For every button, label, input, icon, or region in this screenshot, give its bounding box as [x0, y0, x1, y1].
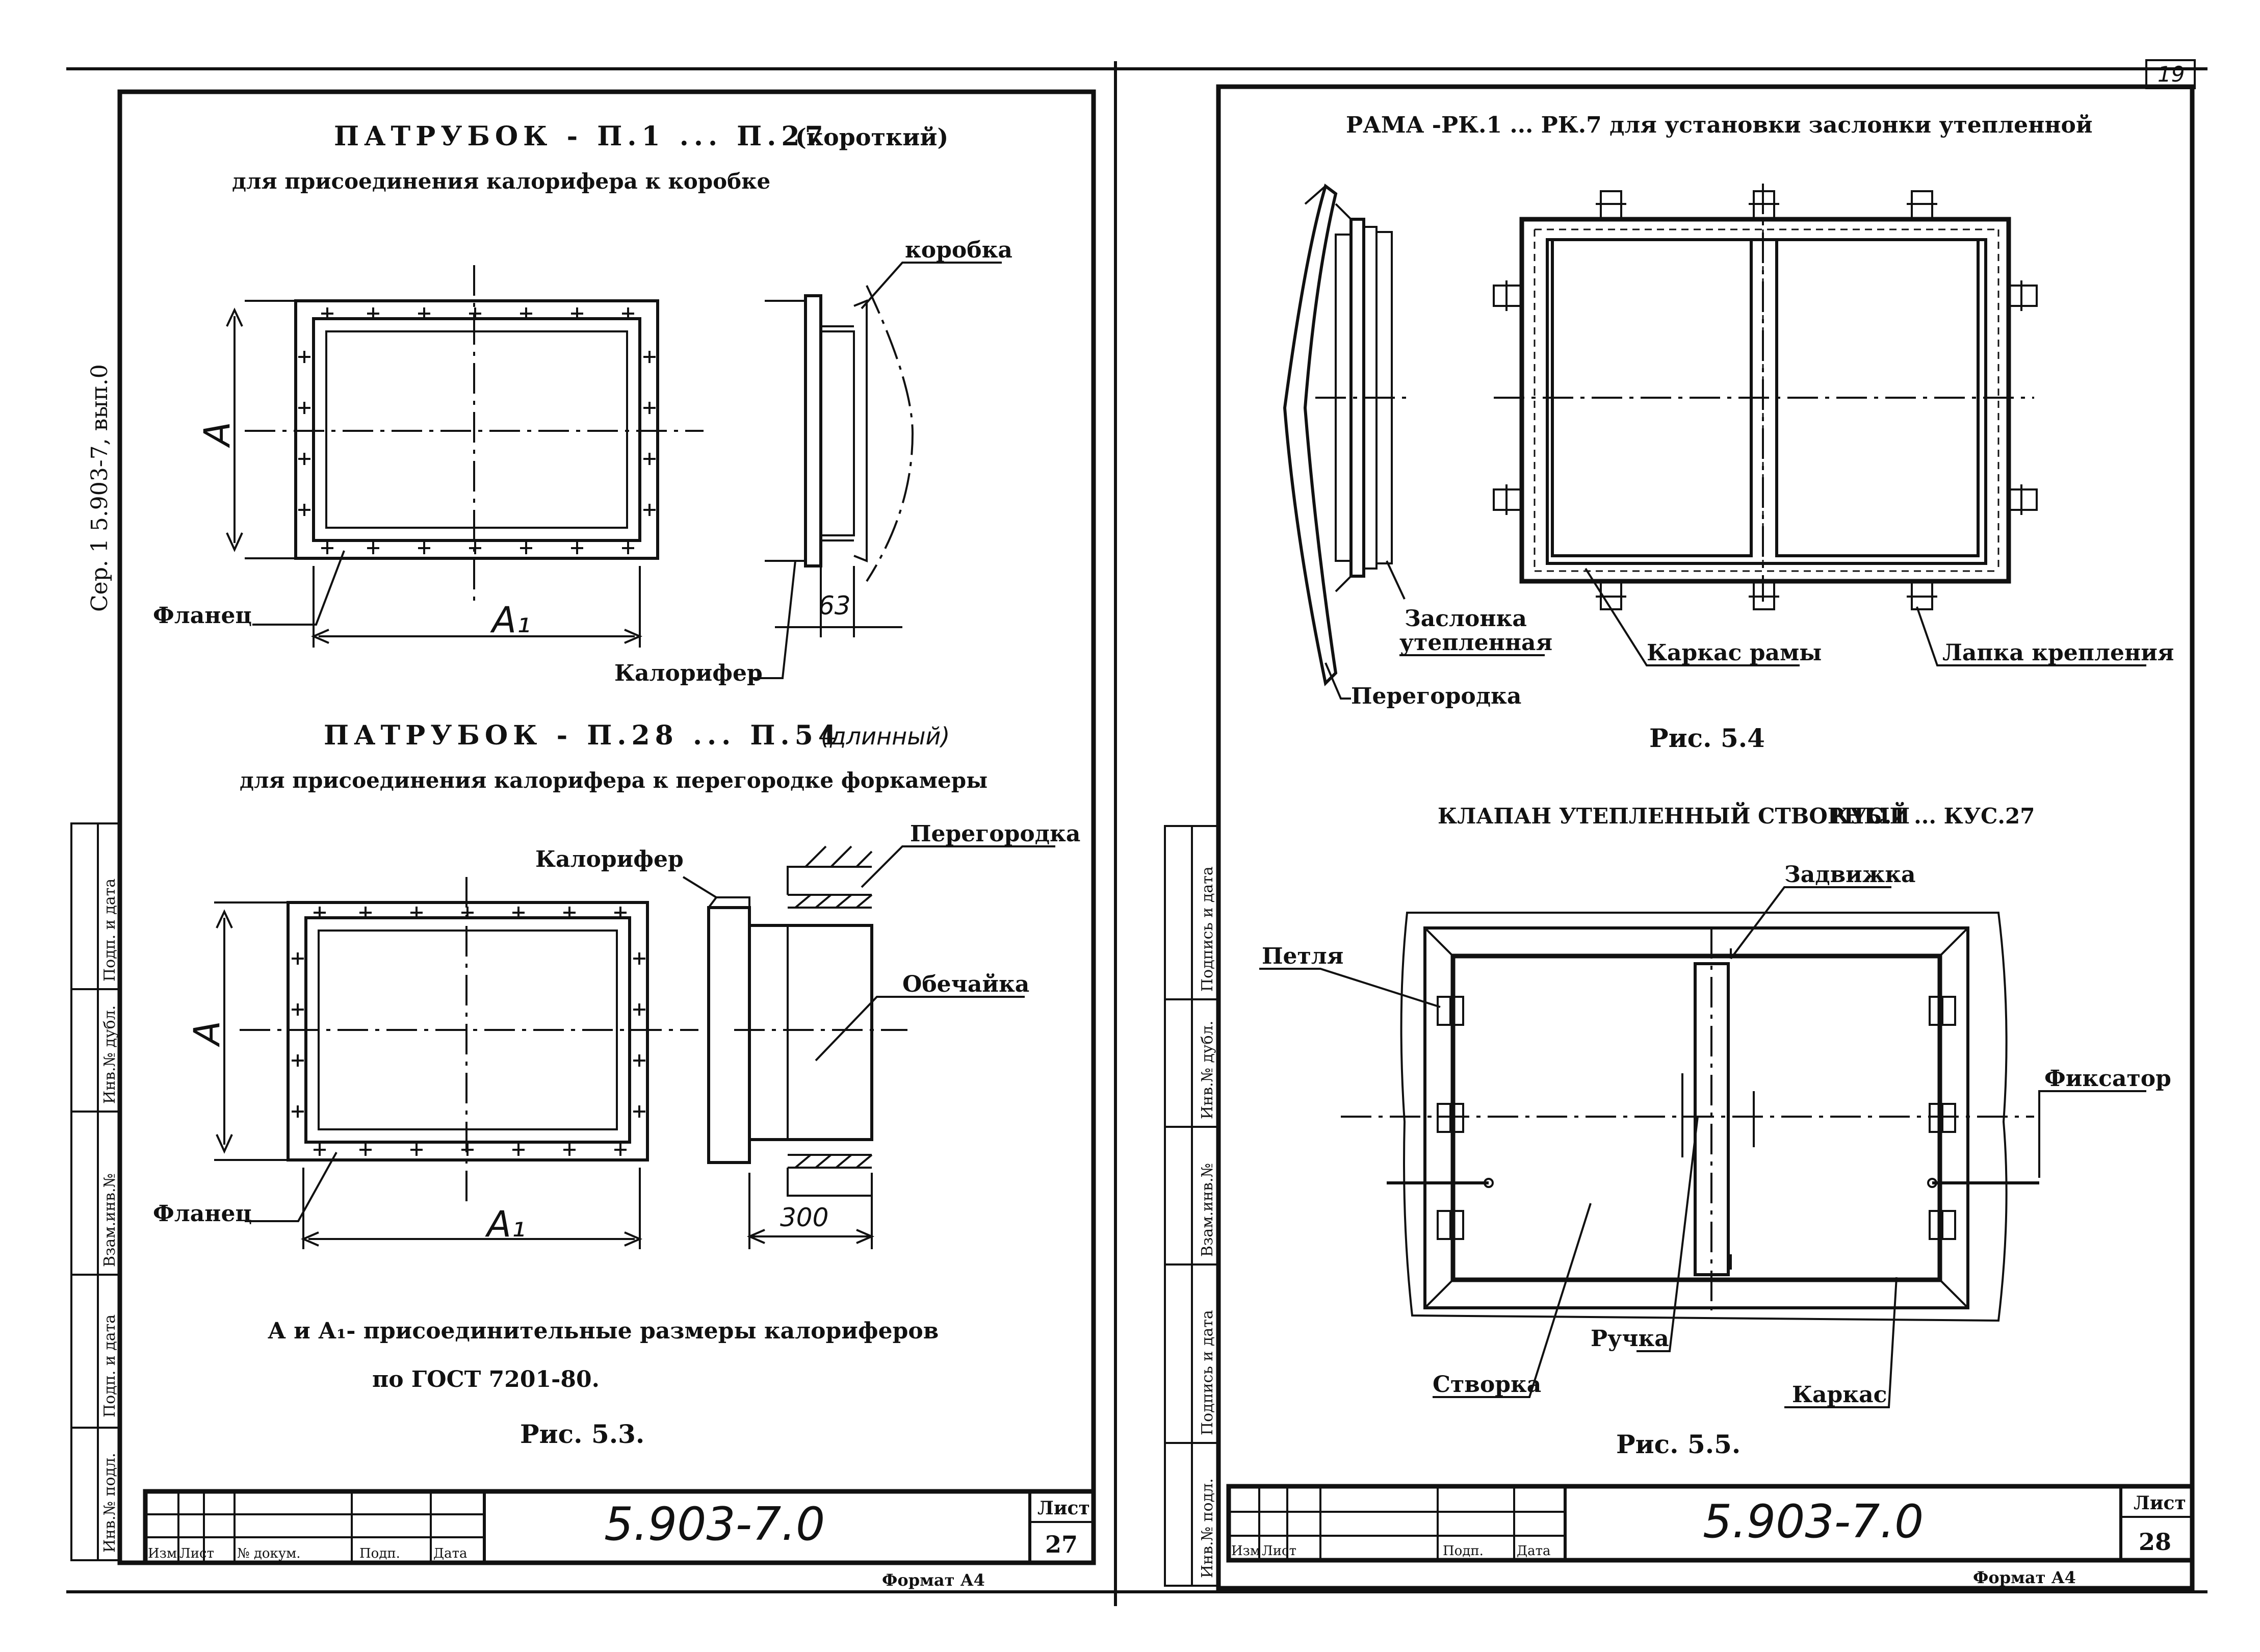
- right-tb-col-izm: Изм: [1231, 1543, 1260, 1559]
- fig54-title: РАМА -РК.1 ... РК.7 для установки заслон…: [1346, 112, 2093, 138]
- dim-A-short: A: [196, 422, 238, 448]
- label-ruchka: Ручка: [1591, 1326, 1669, 1352]
- label-zaslonka-line1: Заслонка: [1405, 606, 1527, 632]
- svg-text:Взам.инв.№: Взам.инв.№: [1199, 1163, 1216, 1257]
- fig53-subtitle-long: для присоединения калорифера к перегород…: [240, 768, 988, 793]
- left-tb-sheet-no: 27: [1045, 1531, 1078, 1558]
- right-margin-cells: Инв.№ подл. Подпись и дата Взам.инв.№ Ин…: [1164, 825, 1219, 1587]
- left-tb-col-doc: № докум.: [237, 1546, 301, 1561]
- fig53-title-short-note: (короткий): [795, 123, 948, 151]
- label-kalorifer-short: Калорифер: [614, 660, 763, 686]
- left-margin-cells: Инв.№ подл. Подп. и дата Взам.инв.№ Инв.…: [70, 822, 121, 1561]
- left-format: Формат А4: [882, 1570, 985, 1590]
- label-peregorodka-long: Перегородка: [910, 821, 1080, 847]
- svg-text:Взам.инв.№: Взам.инв.№: [101, 1173, 119, 1267]
- short-patrubok-front-view: [226, 265, 704, 648]
- fig54-caption: Рис. 5.4: [1649, 723, 1765, 753]
- left-side-stamp: Сер. 1 5.903-7, вып.0: [87, 364, 113, 612]
- label-kalorifer-long: Калорифер: [535, 846, 684, 872]
- label-korobka: коробка: [905, 237, 1012, 263]
- dim-63: 63: [818, 591, 851, 621]
- right-tb-col-list: Лист: [1262, 1543, 1296, 1559]
- fig55-title-range: КУС.1 ... КУС.27: [1830, 804, 2035, 829]
- fig53-title-short: ПАТРУБОК - П.1 ... П.27: [334, 121, 828, 152]
- right-title-block: [1226, 1484, 2195, 1563]
- fig53-title-long-note: (длинный): [821, 722, 950, 750]
- svg-text:Инв.№ подл.: Инв.№ подл.: [101, 1453, 119, 1553]
- short-patrubok-side-view: [749, 262, 1002, 679]
- right-tb-col-podp: Подп.: [1443, 1543, 1484, 1559]
- left-tb-col-podp: Подп.: [359, 1546, 400, 1561]
- label-zaslonka-line2: утепленная: [1399, 630, 1552, 656]
- fig55-caption: Рис. 5.5.: [1616, 1429, 1741, 1459]
- frame-front-view: [1493, 184, 2146, 666]
- right-format: Формат А4: [1973, 1568, 2076, 1587]
- label-zadvizhka: Задвижка: [1784, 862, 1916, 888]
- dim-A1-long: A₁: [485, 1203, 526, 1245]
- page-corner-number: 19: [2158, 62, 2185, 87]
- label-fiksator: Фиксатор: [2044, 1066, 2171, 1092]
- svg-text:Подп. и дата: Подп. и дата: [101, 1314, 119, 1417]
- dim-A1-short: A₁: [490, 599, 531, 641]
- label-petlya: Петля: [1262, 943, 1343, 969]
- fig53-title-long: ПАТРУБОК - П.28 ... П.54: [324, 720, 842, 751]
- right-tb-sheet-no: 28: [2139, 1528, 2171, 1556]
- svg-text:Инв.№ дубл.: Инв.№ дубл.: [1199, 1021, 1216, 1119]
- right-tb-col-data: Дата: [1517, 1543, 1551, 1559]
- frame-side-view: [1283, 184, 1407, 700]
- valve-front-view: [1259, 886, 2146, 1408]
- long-patrubok-side-view: [682, 845, 1055, 1249]
- label-karkas-ramy: Каркас рамы: [1647, 640, 1822, 666]
- note-line1: А и А₁- присоединительные размеры калори…: [268, 1318, 939, 1344]
- fig55-title: КЛАПАН УТЕПЛЕННЫЙ СТВОРНЫЙ: [1438, 802, 1910, 829]
- label-flanets-short: Фланец: [153, 603, 252, 629]
- svg-text:Подпись и дата: Подпись и дата: [1199, 1310, 1216, 1435]
- label-peregorodka-54: Перегородка: [1351, 683, 1521, 709]
- label-lapka: Лапка крепления: [1942, 640, 2174, 666]
- fig53-caption: Рис. 5.3.: [520, 1419, 644, 1449]
- label-flanets-long: Фланец: [153, 1201, 252, 1227]
- left-tb-col-list: Лист: [179, 1546, 214, 1561]
- left-tb-col-data: Дата: [433, 1546, 467, 1561]
- long-patrubok-front-view: [214, 877, 698, 1249]
- label-stvorka: Створка: [1433, 1372, 1541, 1398]
- fig53-subtitle-short: для присоединения калорифера к коробке: [232, 169, 770, 194]
- label-obechaika: Обечайка: [902, 971, 1029, 997]
- svg-text:Инв.№ подл.: Инв.№ подл.: [1199, 1478, 1216, 1578]
- left-tb-col-izm: Изм: [148, 1546, 177, 1561]
- dim-300: 300: [780, 1203, 828, 1232]
- left-title-block: [143, 1489, 1096, 1565]
- right-tb-code: 5.903-7.0: [1703, 1495, 1924, 1548]
- svg-text:Инв.№ дубл.: Инв.№ дубл.: [101, 1005, 119, 1104]
- right-tb-sheet-label: Лист: [2134, 1492, 2186, 1514]
- left-tb-sheet-label: Лист: [1037, 1498, 1090, 1519]
- svg-text:Подпись и дата: Подпись и дата: [1199, 866, 1216, 992]
- label-karkas: Каркас: [1792, 1382, 1887, 1408]
- left-tb-code: 5.903-7.0: [604, 1498, 825, 1551]
- dim-A-long: A: [186, 1021, 228, 1047]
- svg-text:Подп. и дата: Подп. и дата: [101, 879, 119, 982]
- note-line2: по ГОСТ 7201-80.: [372, 1366, 600, 1392]
